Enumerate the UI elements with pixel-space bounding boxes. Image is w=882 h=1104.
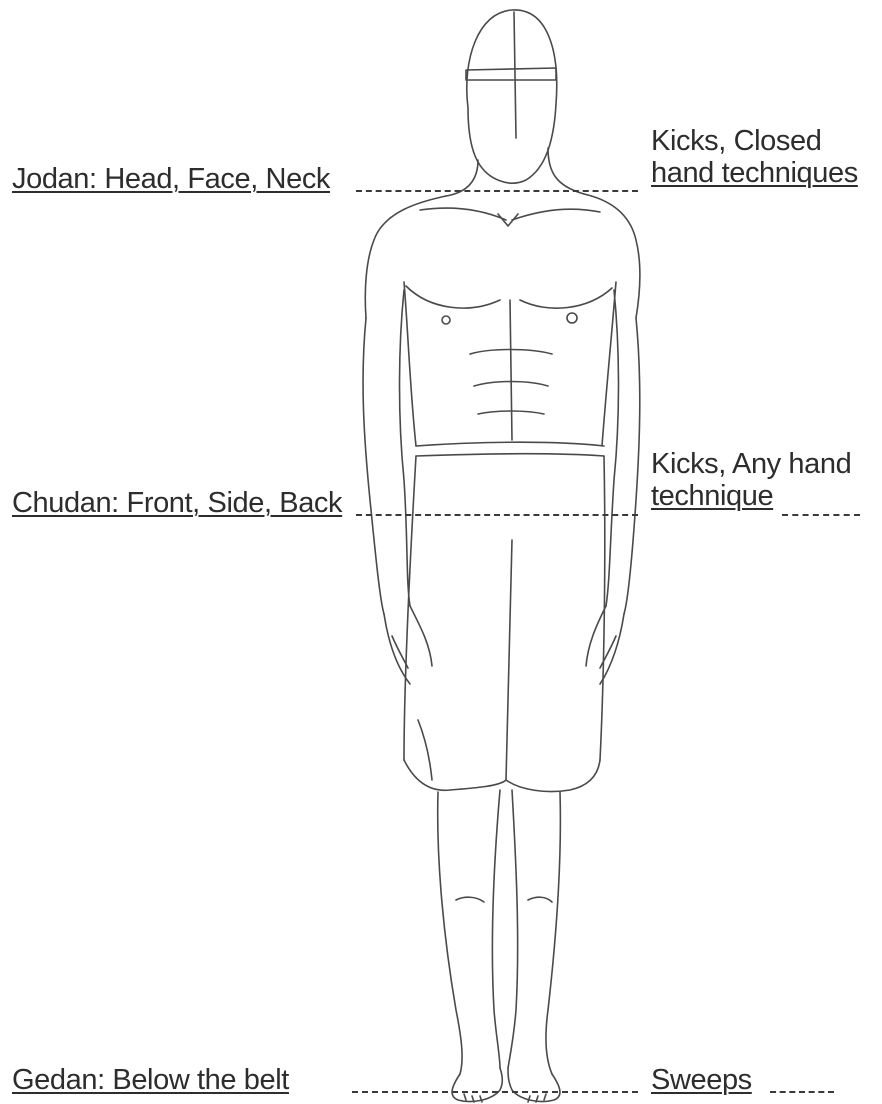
neck-right [548,148,584,194]
nipple-right [567,313,577,323]
waistband-top [416,442,604,446]
gedan-technique-label: Sweeps [651,1065,752,1097]
torso-left-side [404,282,416,446]
chudan-technique-line1: Kicks, Any hand [651,449,851,481]
gedan-technique-line1: Sweeps [651,1064,752,1096]
chudan-technique-line2: technique [651,481,851,513]
right-arm-outer [624,318,640,614]
head-guide-band [466,68,556,80]
left-leg-inner [492,790,500,1068]
chest-right [520,288,612,308]
shorts-fold-left [418,720,432,780]
chudan-technique-label: Kicks, Any hand technique [651,449,851,513]
right-shoulder [584,194,640,318]
chudan-dash-line-left [356,514,638,516]
jodan-target-label: Jodan: Head, Face, Neck [12,164,330,196]
right-leg-inner [508,790,518,1068]
chudan-dash-line-right [782,514,860,516]
nipple-left [442,316,450,324]
shorts-right-side [600,456,605,760]
jodan-technique-label: Kicks, Closed hand techniques [651,126,858,190]
jodan-technique-line2: hand techniques [651,158,858,190]
sternum-notch [498,214,518,226]
head-guide-vertical [514,12,516,138]
left-arm-outer [363,318,384,614]
chudan-target-label: Chudan: Front, Side, Back [12,488,342,520]
right-leg-outer [546,792,560,1074]
shorts-crotch [506,540,512,780]
gedan-dash-line-left [352,1091,638,1093]
knee-right [528,897,552,902]
collarbone-right [512,209,600,220]
head-outline [467,10,557,183]
left-leg-outer [438,792,462,1074]
shorts-right-hem [506,760,600,792]
abs-center [510,300,512,440]
gedan-dash-line-right [770,1091,834,1093]
chest-left [406,286,500,308]
jodan-technique-line1: Kicks, Closed [651,126,858,158]
knee-left [456,897,484,902]
torso-right-side [602,282,616,446]
right-arm-inner [606,290,619,606]
shorts-left-hem [404,760,506,790]
jodan-dash-line [356,190,638,192]
collarbone-left [420,208,506,220]
waistband-bottom [416,454,604,456]
gedan-target-label: Gedan: Below the belt [12,1065,289,1097]
